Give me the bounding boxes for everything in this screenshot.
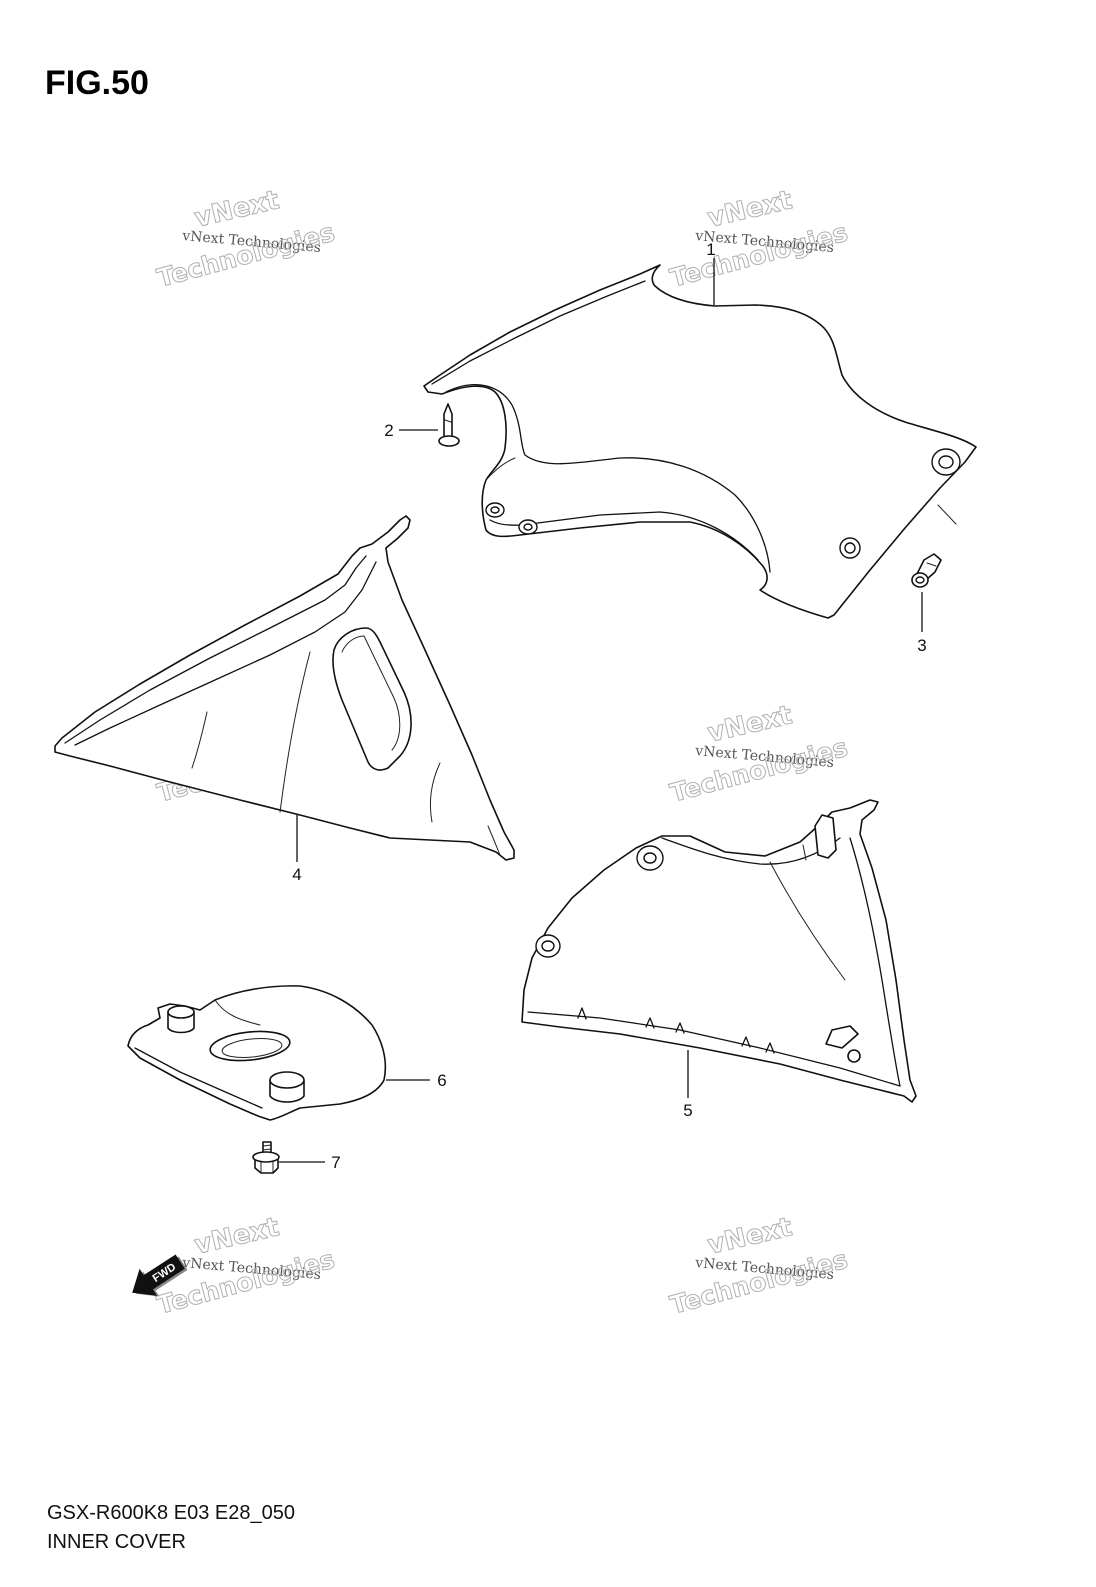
watermark-top-left: vNext vNext Technologies Technologies — [154, 185, 339, 293]
part-1-mount-hole-inner — [523, 523, 533, 531]
part-3-drawing — [911, 553, 942, 588]
part-1-top-flange-line — [431, 280, 646, 385]
watermark-short: vNext — [705, 700, 795, 748]
part-5-tooth — [577, 1007, 587, 1020]
callout-7-label: 7 — [331, 1153, 340, 1172]
part-5-tooth — [765, 1042, 775, 1054]
part-1-mount-hole-inner — [490, 506, 500, 514]
watermark-short: vNext — [192, 185, 282, 233]
part-1-outline — [423, 264, 977, 619]
part-1-drawing — [423, 264, 977, 619]
part-4-outline — [54, 515, 515, 861]
part-5-mount-hole-inner — [643, 852, 657, 864]
part-6-left-post-top — [167, 1005, 195, 1019]
part-5-bottom-flange-line — [527, 1011, 901, 1087]
part-4-flange-line — [64, 555, 367, 744]
part-7-bolt-head-facet — [260, 1161, 274, 1174]
callout-5-label: 5 — [683, 1101, 692, 1120]
part-6-center-opening-inner — [221, 1038, 283, 1058]
part-5-tooth — [675, 1022, 685, 1034]
part-6-rim-line — [134, 1047, 263, 1109]
part-4-window-inner-edge — [341, 635, 401, 751]
part-3-clip-rib — [926, 562, 937, 567]
part-1-bottom-flange-line — [489, 511, 759, 561]
part-5-mount-hole-inner — [541, 940, 555, 952]
part-5-tooth — [741, 1036, 751, 1048]
part-6-drawing — [127, 985, 387, 1121]
callout-3-label: 3 — [917, 636, 926, 655]
callout-2-label: 2 — [384, 421, 393, 440]
watermark-short: vNext — [705, 185, 795, 233]
part-4-window — [332, 627, 412, 771]
part-1-side-crease — [485, 457, 516, 481]
watermark-short: vNext — [192, 1212, 282, 1260]
part-5-drawing — [521, 799, 917, 1103]
part-2-rivet-head — [438, 435, 460, 447]
part-4-crease — [487, 825, 501, 856]
part-7-bolt-thread — [262, 1144, 272, 1151]
fwd-arrow-icon: FWD — [132, 1254, 188, 1297]
part-4-crease — [279, 651, 311, 813]
watermark-top-right: vNext vNext Technologies Technologies — [667, 185, 852, 293]
figure-title: FIG.50 — [45, 64, 149, 102]
part-4-drawing — [54, 515, 515, 861]
part-1-clip-mount-line — [937, 504, 957, 525]
part-5-outline — [521, 799, 917, 1103]
callout-6-label: 6 — [437, 1071, 446, 1090]
part-4-crease — [191, 711, 208, 769]
footer-section-name: INNER COVER — [47, 1531, 186, 1553]
footer-model-code: GSX-R600K8 E03 E28_050 — [47, 1502, 295, 1524]
part-5-tooth — [645, 1017, 655, 1029]
part-1-mount-hole-inner — [844, 542, 856, 554]
part-5-lower-clip — [825, 1025, 859, 1049]
watermark-mid-right: vNext vNext Technologies Technologies — [667, 700, 852, 808]
fwd-arrow-body — [132, 1254, 185, 1296]
part-6-crease — [214, 999, 261, 1026]
callout-4-label: 4 — [292, 865, 301, 884]
watermark-short: vNext — [705, 1212, 795, 1260]
part-1-fold-line — [445, 384, 771, 573]
part-2-rivet-notch — [444, 419, 452, 423]
part-5-right-flange-line — [849, 837, 901, 1087]
part-5-diagonal-crease — [769, 861, 846, 981]
part-4-crease — [429, 762, 441, 823]
part-1-mount-hole-inner — [938, 455, 954, 469]
part-5-lower-clip-knob — [847, 1049, 861, 1063]
part-5-top-bracket — [814, 814, 837, 859]
part-4-flange-inner-line — [74, 561, 377, 746]
callout-1-label: 1 — [706, 240, 715, 259]
part-3-clip-head-inner — [915, 576, 925, 584]
watermark-bottom-right: vNext vNext Technologies Technologies — [667, 1212, 852, 1320]
part-7-bolt-washer — [252, 1151, 280, 1163]
part-6-right-post-top — [269, 1071, 305, 1089]
part-5-top-bracket-edge — [802, 844, 807, 861]
part-7-drawing — [252, 1141, 280, 1174]
part-2-drawing — [438, 403, 460, 447]
